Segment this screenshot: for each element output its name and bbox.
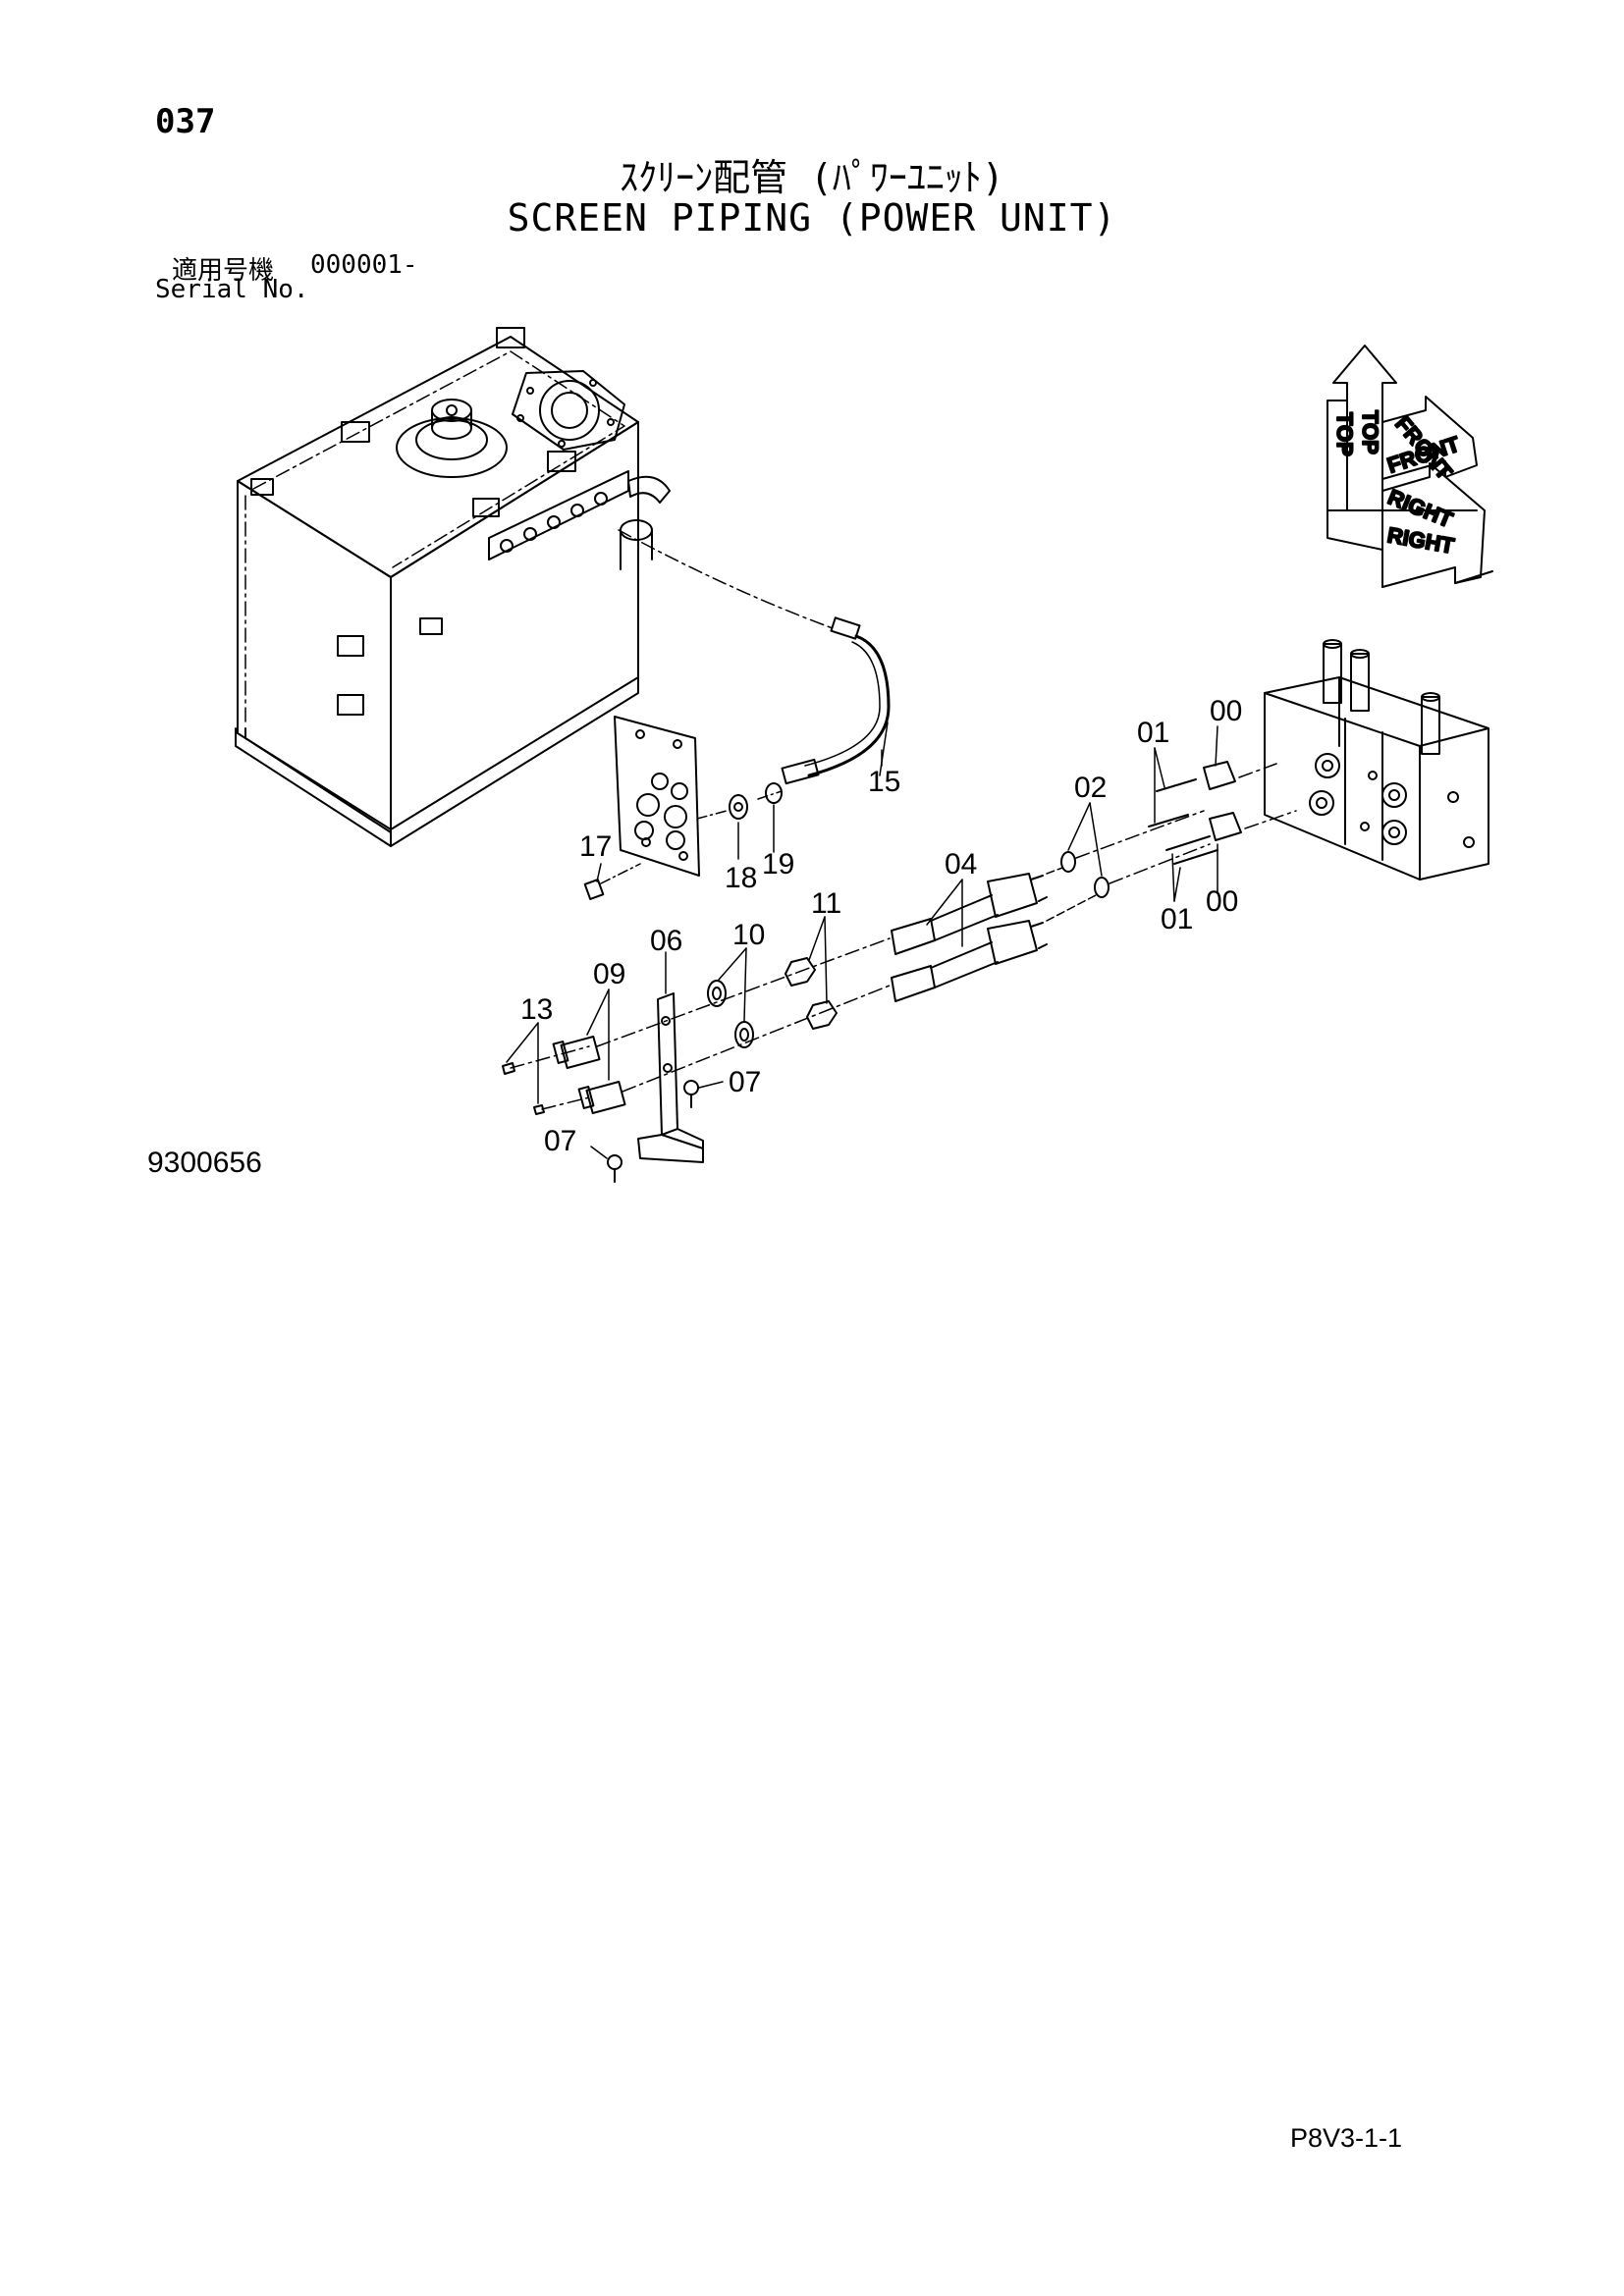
hydraulic-tank: [235, 327, 834, 847]
serial-label-japanese: 適用号機: [172, 256, 275, 286]
page-title-japanese: ｽｸﾘｰﾝ配管 (ﾊﾟﾜｰﾕﾆｯﾄ): [620, 156, 1004, 199]
label-top-a: TOP: [1332, 412, 1357, 456]
callout-10: 10: [732, 919, 765, 951]
control-valve: [1264, 639, 1489, 881]
callout-01-upper: 01: [1137, 717, 1169, 749]
callout-labels: 00 01 02 04 01 00 15 17 18 19 11 10 06 0…: [520, 695, 1242, 1157]
label-top-b: TOP: [1358, 410, 1382, 454]
callout-18: 18: [725, 862, 757, 894]
callout-07-left: 07: [544, 1125, 576, 1157]
serial-label: Serial No.: [155, 275, 309, 304]
callout-07-right: 07: [729, 1066, 761, 1098]
callout-leader-lines: [506, 725, 1218, 1159]
orientation-indicator: TOP TOP FRONT FRONT RIGHT RIGHT: [1326, 345, 1493, 588]
callout-04: 04: [945, 848, 977, 881]
exploded-parts-diagram: 00 01 02 04 01 00 15 17 18 19 11 10 06 0…: [235, 327, 1493, 1183]
callout-06: 06: [650, 925, 682, 957]
screen-hose: [696, 616, 891, 820]
callout-00-lower: 00: [1206, 885, 1238, 918]
callout-00-upper: 00: [1210, 695, 1242, 727]
footer-page-code: P8V3-1-1: [1290, 2123, 1403, 2153]
callout-13: 13: [520, 993, 553, 1026]
callout-19: 19: [762, 848, 794, 881]
hose-stay-and-fittings: [502, 937, 891, 1183]
callout-01-lower: 01: [1161, 903, 1193, 935]
callout-17: 17: [579, 830, 612, 863]
page-number: 037: [155, 102, 216, 141]
hydraulic-hoses: [891, 851, 1110, 1002]
callout-11: 11: [811, 887, 841, 920]
page-title: SCREEN PIPING (POWER UNIT): [507, 196, 1117, 240]
serial-number-value: 000001-: [310, 250, 418, 280]
mounting-bracket-plate: [583, 716, 700, 900]
callout-02: 02: [1074, 772, 1107, 804]
callout-09: 09: [593, 958, 625, 990]
figure-number: 9300656: [147, 1147, 262, 1179]
callout-15: 15: [868, 766, 900, 798]
split-flanges-and-bolts: [1075, 761, 1297, 884]
